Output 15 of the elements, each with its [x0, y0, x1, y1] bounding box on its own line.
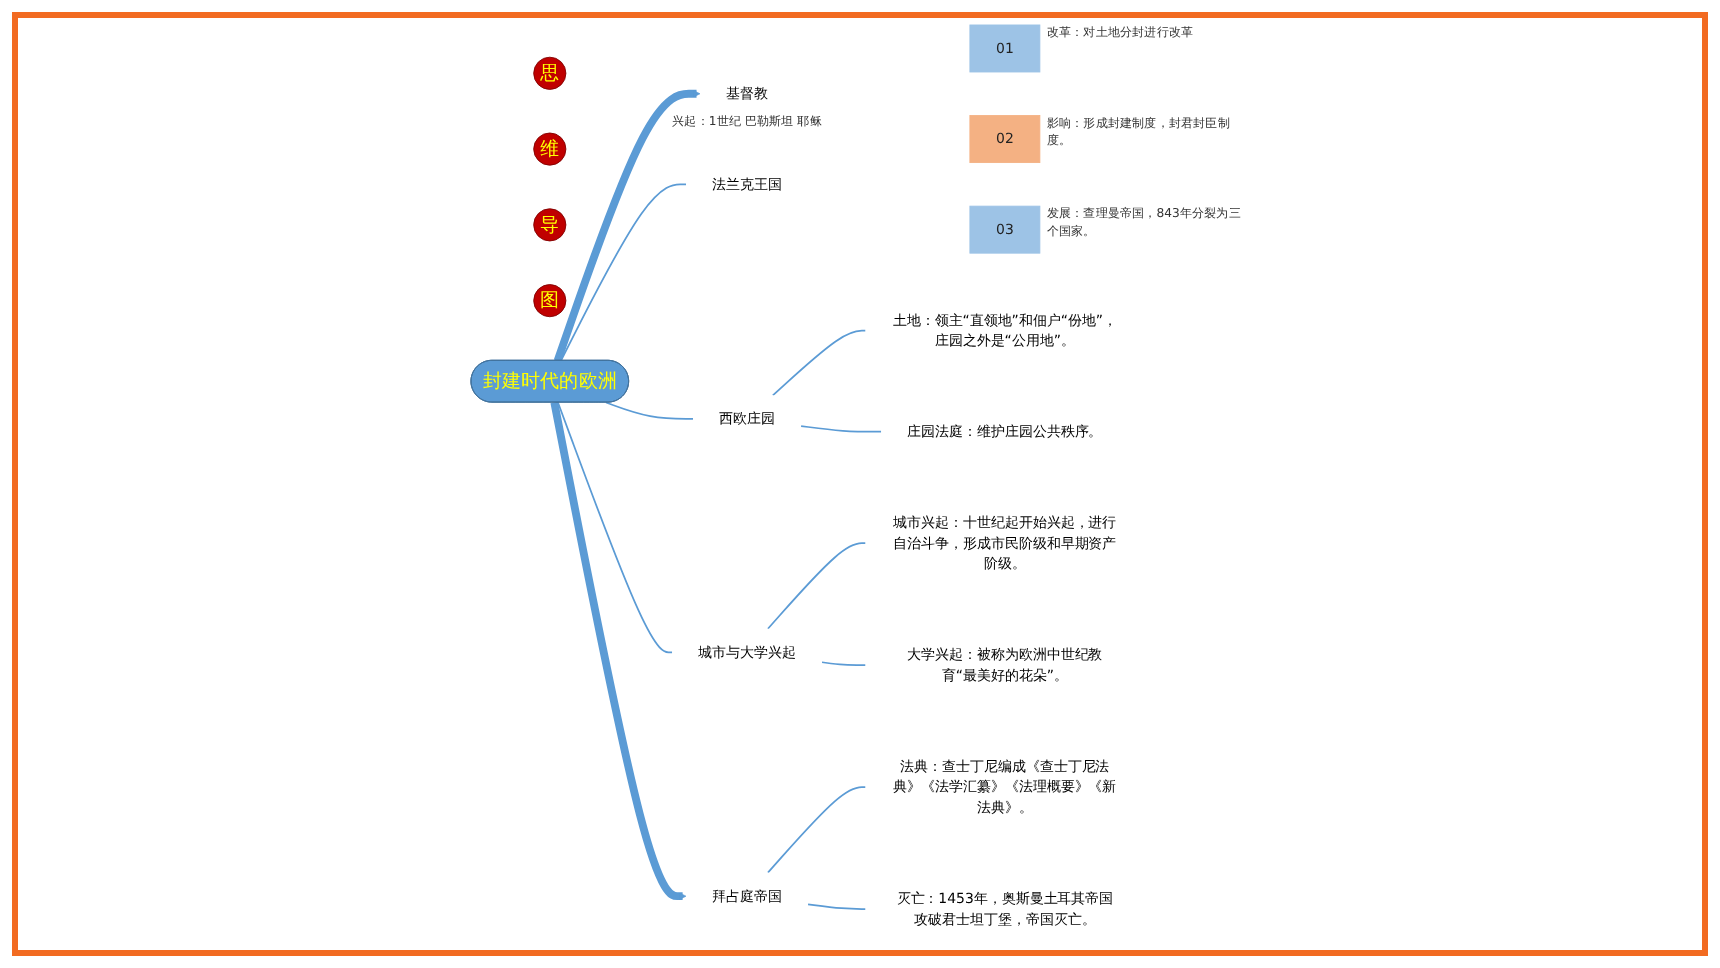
node-circle: 图	[534, 284, 568, 318]
connector	[808, 903, 868, 910]
connector	[772, 329, 868, 397]
connector	[822, 661, 868, 666]
node-circle: 思	[534, 56, 568, 90]
node-circle: 导	[534, 208, 568, 242]
arrow	[551, 401, 688, 901]
node-circle: 维	[534, 132, 568, 166]
arrow	[554, 89, 702, 363]
connector	[558, 401, 674, 654]
connector	[767, 542, 868, 630]
connector	[606, 401, 695, 420]
connector	[560, 183, 688, 362]
connector	[801, 425, 883, 433]
connector	[767, 786, 868, 874]
